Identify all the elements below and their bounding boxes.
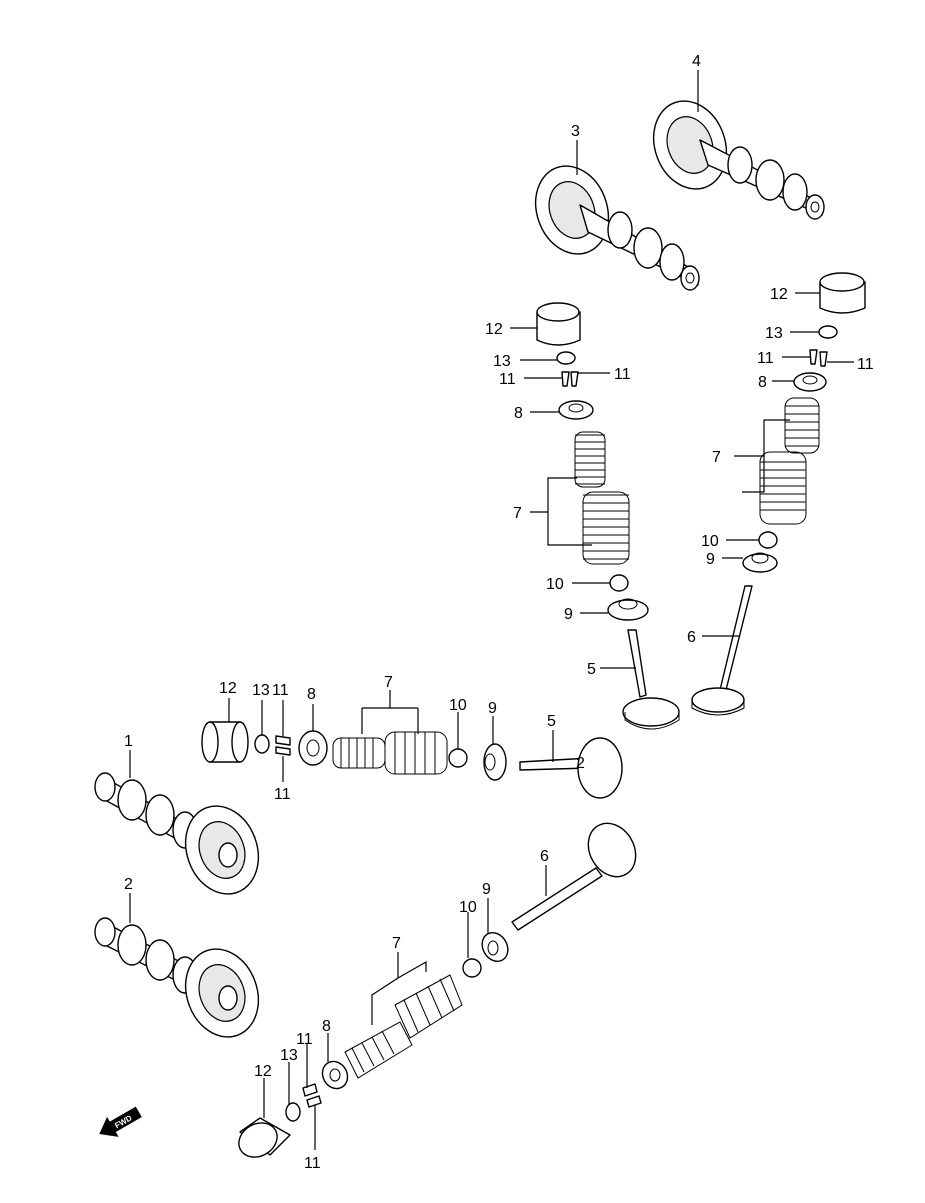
- camshaft-2[interactable]: [94, 917, 270, 1047]
- label-12-right: 12: [770, 286, 788, 303]
- cotter-11-lower[interactable]: [302, 1083, 322, 1108]
- label-13-middle: 13: [252, 682, 270, 699]
- label-11-middle-bottom: 11: [274, 786, 291, 803]
- label-10-lower: 10: [459, 899, 477, 916]
- seat-9-right[interactable]: [742, 552, 778, 573]
- label-1: 1: [124, 733, 133, 750]
- label-5-middle: 5: [547, 713, 556, 730]
- label-2-inline: 2: [576, 755, 585, 772]
- label-11-right-left: 11: [757, 350, 774, 367]
- label-13-center: 13: [493, 353, 511, 370]
- shim-13-lower[interactable]: [285, 1102, 301, 1122]
- label-11-lower-bottom: 11: [304, 1155, 321, 1172]
- label-9-center: 9: [564, 606, 573, 623]
- seat-9-middle[interactable]: [483, 743, 507, 781]
- valve-5-middle[interactable]: [519, 737, 623, 799]
- label-7-lower: 7: [392, 935, 401, 952]
- shim-13-middle[interactable]: [254, 734, 270, 754]
- retainer-8-center[interactable]: [558, 400, 594, 420]
- cotter-11-middle[interactable]: [275, 735, 291, 756]
- label-4: 4: [692, 53, 701, 70]
- seal-10-center[interactable]: [609, 574, 629, 592]
- camshaft-3[interactable]: [524, 156, 700, 291]
- spring-7-middle[interactable]: [332, 731, 448, 775]
- tappet-12-right[interactable]: [819, 272, 866, 314]
- seat-9-center[interactable]: [607, 598, 649, 621]
- label-9-right: 9: [706, 551, 715, 568]
- label-6-lower: 6: [540, 848, 549, 865]
- label-9-lower: 9: [482, 881, 491, 898]
- label-8-middle: 8: [307, 686, 316, 703]
- label-10-right: 10: [701, 533, 719, 550]
- label-11-middle-top: 11: [272, 682, 289, 699]
- label-2: 2: [124, 876, 133, 893]
- cotter-11-center[interactable]: [561, 371, 579, 387]
- tappet-12-lower[interactable]: [233, 1116, 291, 1164]
- label-8-center: 8: [514, 405, 523, 422]
- tappet-12-center[interactable]: [536, 302, 581, 346]
- camshaft-4[interactable]: [642, 91, 825, 220]
- seal-10-middle[interactable]: [448, 748, 468, 768]
- seal-10-right[interactable]: [758, 531, 778, 549]
- label-7-right: 7: [712, 449, 721, 466]
- label-10-center: 10: [546, 576, 564, 593]
- label-12-center: 12: [485, 321, 503, 338]
- cotter-11-right[interactable]: [809, 349, 828, 367]
- spring-7-lower[interactable]: [344, 974, 463, 1079]
- label-12-middle: 12: [219, 680, 237, 697]
- spring-7-right[interactable]: [759, 397, 820, 525]
- label-13-lower: 13: [280, 1047, 298, 1064]
- label-8-lower: 8: [322, 1018, 331, 1035]
- label-13-right: 13: [765, 325, 783, 342]
- label-6-right: 6: [687, 629, 696, 646]
- label-11-right-right: 11: [857, 356, 874, 373]
- label-11-lower-top: 11: [296, 1031, 313, 1048]
- valve-6-right[interactable]: [691, 585, 753, 716]
- label-10-middle: 10: [449, 697, 467, 714]
- label-11-center-left: 11: [499, 371, 516, 388]
- shim-13-center[interactable]: [556, 351, 576, 365]
- leader-lines: [129, 70, 854, 1150]
- label-3: 3: [571, 123, 580, 140]
- seal-10-lower[interactable]: [462, 958, 482, 978]
- label-7-center: 7: [513, 505, 522, 522]
- label-7-middle: 7: [384, 674, 393, 691]
- camshaft-1[interactable]: [94, 772, 270, 904]
- fwd-arrow-icon: FWD: [99, 1106, 142, 1137]
- retainer-8-lower[interactable]: [318, 1057, 353, 1093]
- label-8-right: 8: [758, 374, 767, 391]
- valve-5-center[interactable]: [622, 629, 680, 730]
- shim-13-right[interactable]: [818, 325, 838, 339]
- retainer-8-middle[interactable]: [298, 730, 328, 766]
- part-labels: 4 3 12 13 11 11 8 7 10 9 5 12 13 11 11 8…: [124, 53, 874, 1172]
- label-12-lower: 12: [254, 1063, 272, 1080]
- retainer-8-right[interactable]: [793, 372, 827, 392]
- label-5-center: 5: [587, 661, 596, 678]
- label-11-center-right: 11: [614, 366, 631, 383]
- tappet-12-middle[interactable]: [201, 721, 249, 763]
- spring-7-center[interactable]: [574, 431, 630, 565]
- valve-6-lower[interactable]: [511, 815, 645, 931]
- seat-9-lower[interactable]: [477, 928, 513, 966]
- label-9-middle: 9: [488, 700, 497, 717]
